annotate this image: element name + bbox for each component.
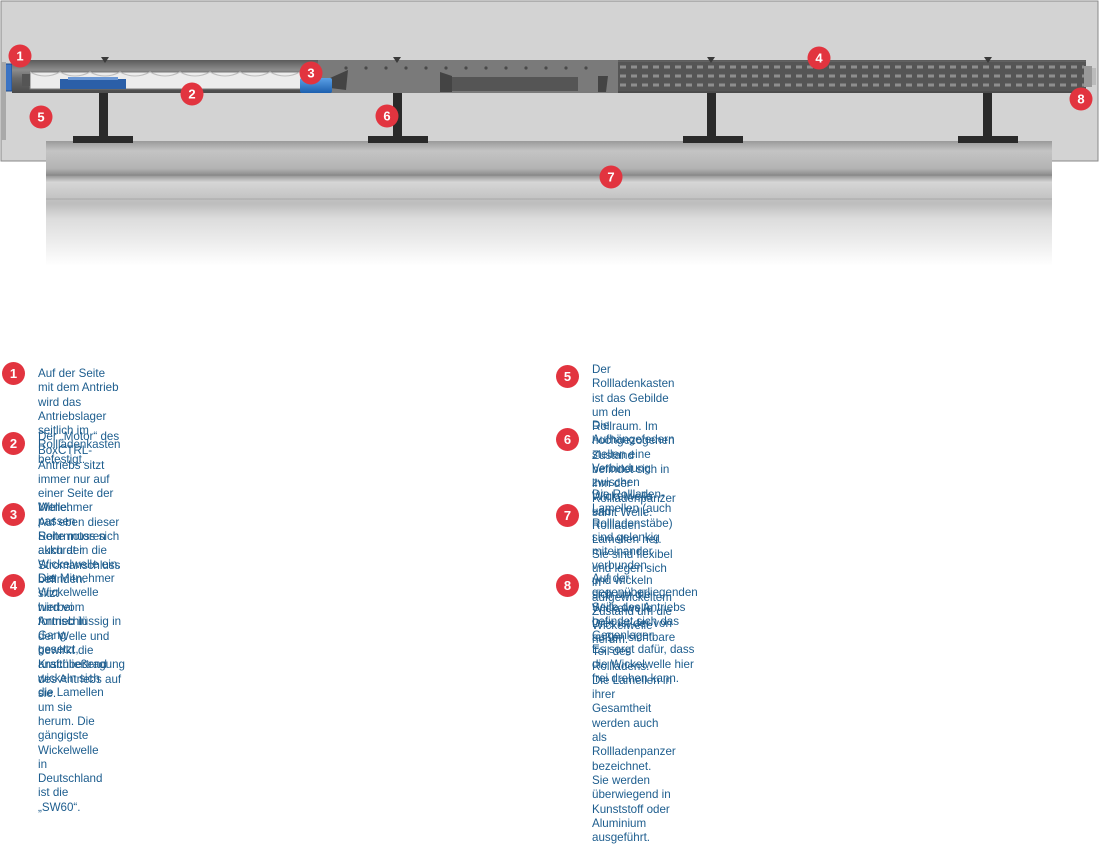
- marker-2: 2: [180, 82, 204, 106]
- tube-motor: [22, 71, 303, 90]
- marker-4: 4: [807, 46, 831, 70]
- legend-badge-3: 3: [2, 503, 25, 526]
- marker-4-label: 4: [815, 51, 823, 66]
- marker-7-label: 7: [607, 170, 614, 185]
- legend-text-5: Der Rollladenkasten ist das Gebilde um d…: [592, 363, 676, 519]
- marker-1: 1: [8, 44, 32, 68]
- marker-7: 7: [599, 165, 623, 189]
- marker-3-label: 3: [307, 66, 314, 81]
- roller-shutter-diagram: 1 2 3 4 5 6 7 8: [0, 0, 1099, 266]
- legend-badge-8: 8: [556, 574, 579, 597]
- legend-badge-1: 1: [2, 362, 25, 385]
- marker-6: 6: [375, 104, 399, 128]
- marker-5-label: 5: [37, 110, 44, 125]
- legend-badge-6: 6: [556, 428, 579, 451]
- legend-badge-5: 5: [556, 365, 579, 388]
- marker-6-label: 6: [383, 109, 390, 124]
- marker-3: 3: [299, 61, 323, 85]
- marker-8: 8: [1069, 87, 1093, 111]
- legend-text-1: Auf der Seite mit dem Antrieb wird das A…: [38, 367, 121, 466]
- legend-badge-2: 2: [2, 432, 25, 455]
- legend-text-2: Der „Motor“ des BoxCTRL-Antriebs sitzt i…: [38, 430, 121, 586]
- legend-text-4: Die Wickelwelle wird vom Antrieb in Gang…: [38, 572, 107, 814]
- legend-text-8: Auf der gegenüberliegenden Seite des Ant…: [592, 572, 698, 686]
- legend-badge-7: 7: [556, 504, 579, 527]
- marker-5: 5: [29, 105, 53, 129]
- shutter-slats: [46, 141, 1052, 266]
- marker-1-label: 1: [16, 49, 23, 64]
- marker-8-label: 8: [1077, 92, 1084, 107]
- marker-2-label: 2: [188, 87, 195, 102]
- legend-badge-4: 4: [2, 574, 25, 597]
